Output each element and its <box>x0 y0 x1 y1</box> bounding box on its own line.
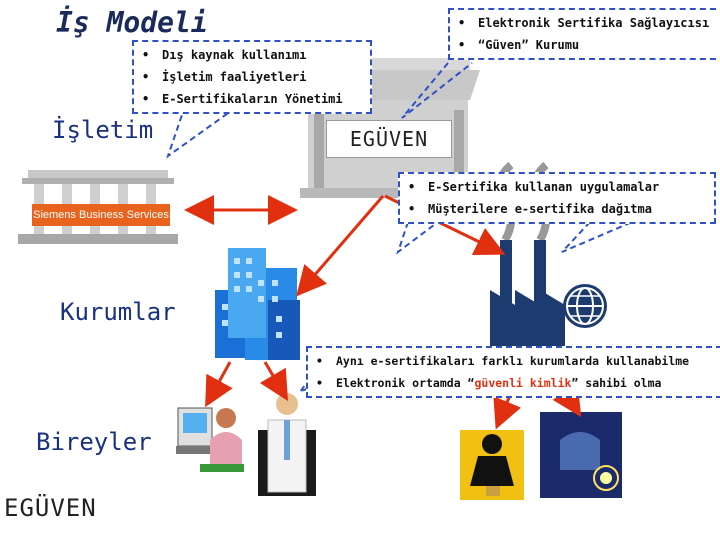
section-isletim-heading: İşletim <box>52 116 154 144</box>
eguven-building-logo-text: EGÜVEN <box>349 127 429 151</box>
callout-top-left: Dış kaynak kullanımı İşletim faaliyetler… <box>132 40 372 114</box>
callout-text: ” sahibi olma <box>571 376 662 390</box>
person-computer-icon <box>176 407 244 472</box>
eguven-corner-logo-text: EGÜVEN <box>4 494 97 522</box>
callout-item: E-Sertifika kullanan uygulamalar <box>408 176 714 198</box>
welder-icon <box>540 412 622 498</box>
callout-item: Elektronik Sertifika Sağlayıcısı <box>458 12 720 34</box>
callout-item: Aynı e-sertifikaları farklı kurumlarda k… <box>316 350 720 372</box>
callout-text: Elektronik ortamda “ <box>336 376 475 390</box>
callout-item: “Güven” Kurumu <box>458 34 720 56</box>
section-kurumlar-heading: Kurumlar <box>60 298 176 326</box>
eguven-building-logo: EGÜVEN <box>326 120 452 158</box>
callout-item: Müşterilere e-sertifika dağıtma <box>408 198 714 220</box>
siemens-label: Siemens Business Services <box>32 204 170 226</box>
callout-top-right: Elektronik Sertifika Sağlayıcısı “Güven”… <box>448 8 720 60</box>
highlight-text: güvenli kimlik <box>474 376 572 390</box>
callout-item: Elektronik ortamda “güvenli kimlik” sahi… <box>316 372 720 394</box>
eguven-corner-logo: EGÜVEN <box>4 494 97 522</box>
globe-icon <box>563 284 607 328</box>
section-bireyler-heading: Bireyler <box>36 428 152 456</box>
worker-icon <box>460 430 524 500</box>
callout-item: Dış kaynak kullanımı <box>142 44 370 66</box>
factory-icon <box>490 161 565 350</box>
doctor-icon <box>258 393 316 496</box>
office-towers-icon <box>215 248 300 360</box>
page-title: İş Modeli <box>56 6 208 39</box>
callout-item: E-Sertifikaların Yönetimi <box>142 88 370 110</box>
callout-bottom: Aynı e-sertifikaları farklı kurumlarda k… <box>306 346 720 398</box>
callout-item: İşletim faaliyetleri <box>142 66 370 88</box>
callout-middle-right: E-Sertifika kullanan uygulamalar Müşteri… <box>398 172 716 224</box>
